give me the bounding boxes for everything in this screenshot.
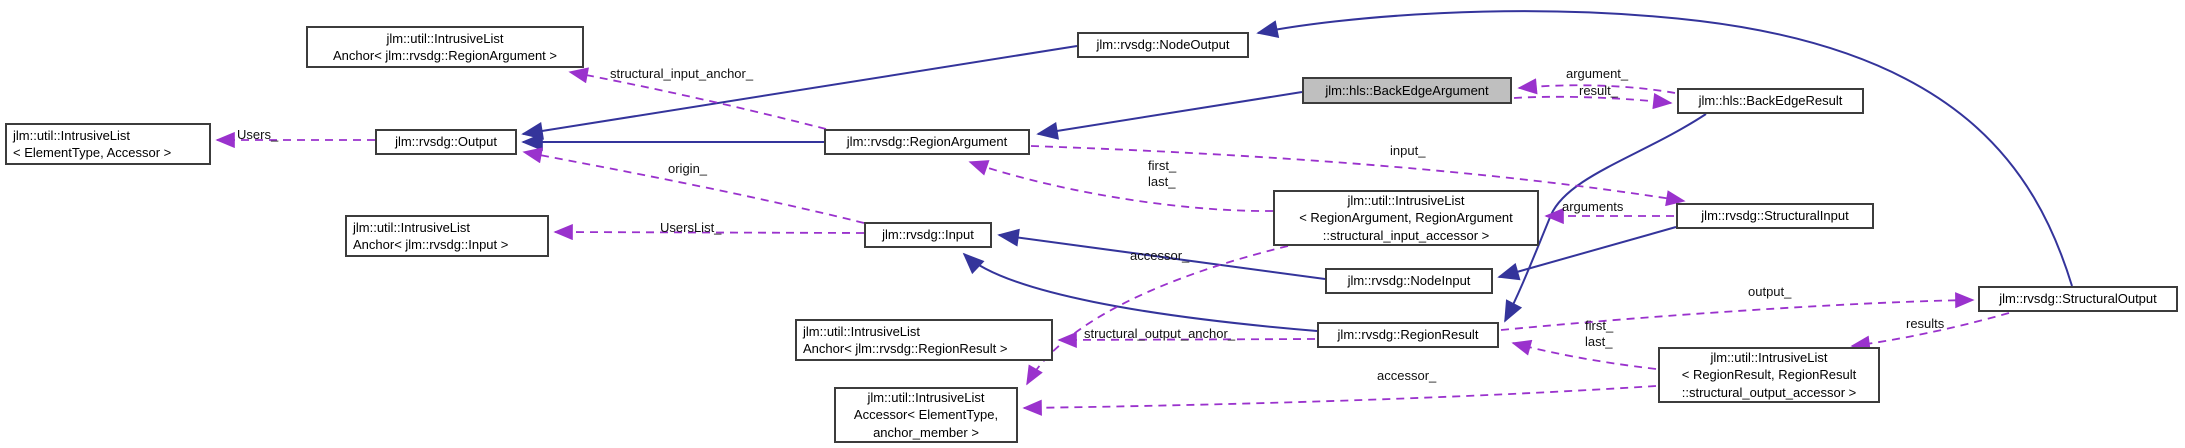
- edge-label-arguments: arguments: [1562, 199, 1624, 214]
- node-label: ::structural_input_accessor >: [1322, 227, 1490, 243]
- node-label: jlm::util::IntrusiveList: [386, 30, 504, 46]
- node-label: Anchor< jlm::rvsdg::RegionResult >: [803, 341, 1008, 356]
- node-label: jlm::util::IntrusiveList: [13, 127, 131, 143]
- edge-dep-accessor-output-side: [1022, 385, 1657, 416]
- node-nodeoutput[interactable]: jlm::rvsdg::NodeOutput: [1077, 32, 1249, 58]
- edge-label-structural-input-anchor: structural_input_anchor_: [610, 66, 754, 81]
- node-structuralinput[interactable]: jlm::rvsdg::StructuralInput: [1676, 203, 1874, 229]
- node-label: Accessor< ElementType,: [853, 407, 999, 423]
- node-label: jlm::util::IntrusiveList: [353, 219, 471, 235]
- node-label: jlm::util::IntrusiveList: [1347, 193, 1465, 209]
- edge-label-result: result_: [1579, 83, 1619, 98]
- edge-label-structural-output-anchor: structural_output_anchor_: [1084, 326, 1236, 341]
- node-label: Anchor< jlm::rvsdg::RegionArgument >: [333, 48, 557, 63]
- node-structuraloutput[interactable]: jlm::rvsdg::StructuralOutput: [1978, 286, 2178, 312]
- edge-label-origin: origin_: [668, 161, 708, 176]
- node-nodeinput[interactable]: jlm::rvsdg::NodeInput: [1325, 268, 1493, 294]
- edge-label-argument: argument_: [1566, 66, 1629, 81]
- edge-dep-output: [1500, 292, 1975, 331]
- node-label: Anchor< jlm::rvsdg::Input >: [353, 237, 509, 252]
- node-regionargument[interactable]: jlm::rvsdg::RegionArgument: [824, 129, 1030, 155]
- node-label: jlm::util::IntrusiveList: [1710, 350, 1828, 366]
- node-label: ::structural_output_accessor >: [1681, 384, 1857, 400]
- node-label: < RegionResult, RegionResult: [1681, 367, 1857, 383]
- edge-label-accessor-input-side: accessor_: [1130, 248, 1190, 263]
- node-input[interactable]: jlm::rvsdg::Input: [864, 222, 992, 248]
- node-label: < ElementType, Accessor >: [13, 145, 172, 160]
- node-label: jlm::rvsdg::RegionArgument: [846, 134, 1008, 150]
- node-label: jlm::rvsdg::StructuralInput: [1701, 208, 1849, 224]
- node-intrusivelist-accessor[interactable]: jlm::util::IntrusiveList Accessor< Eleme…: [834, 387, 1018, 443]
- edge-label-last-regionresult: last_: [1585, 334, 1613, 349]
- node-label: anchor_member >: [873, 424, 979, 440]
- edge-label-input: input_: [1390, 143, 1426, 158]
- node-label: jlm::rvsdg::Input: [882, 227, 974, 243]
- node-output[interactable]: jlm::rvsdg::Output: [375, 129, 517, 155]
- node-label: jlm::hls::BackEdgeArgument: [1325, 82, 1489, 98]
- node-label: < RegionArgument, RegionArgument: [1299, 210, 1513, 226]
- edge-label-first-regionresult: first_: [1585, 318, 1614, 333]
- node-intrusivelist-regionresult[interactable]: jlm::util::IntrusiveList < RegionResult,…: [1658, 347, 1880, 403]
- node-regionresult[interactable]: jlm::rvsdg::RegionResult: [1317, 322, 1499, 348]
- edge-label-userslist: UsersList_: [660, 220, 722, 235]
- node-label: jlm::util::IntrusiveList: [803, 323, 921, 339]
- node-intrusivelist-regionargument[interactable]: jlm::util::IntrusiveList < RegionArgumen…: [1273, 190, 1539, 246]
- node-label: jlm::rvsdg::NodeOutput: [1096, 37, 1230, 53]
- edge-label-last-regionargument: last_: [1148, 174, 1176, 189]
- edge-label-output: output_: [1748, 284, 1792, 299]
- edge-label-users: Users_: [237, 127, 279, 142]
- node-intrusivelist-anchor-regionargument[interactable]: jlm::util::IntrusiveList Anchor< jlm::rv…: [306, 26, 584, 68]
- edge-dep-accessor-input-side: [1026, 245, 1289, 386]
- edge-label-accessor-output-side: accessor_: [1377, 368, 1437, 383]
- node-intrusivelist-elementtype[interactable]: jlm::util::IntrusiveList < ElementType, …: [5, 123, 211, 165]
- node-label: jlm::rvsdg::StructuralOutput: [1999, 291, 2157, 307]
- edge-label-results: results: [1906, 316, 1945, 331]
- edge-label-first-regionargument: first_: [1148, 158, 1177, 173]
- edge-inheritance-backedgeargument-to-regionargument: [1036, 91, 1303, 140]
- node-label: jlm::rvsdg::RegionResult: [1337, 327, 1479, 343]
- node-label: jlm::rvsdg::NodeInput: [1347, 273, 1471, 289]
- node-label: jlm::rvsdg::Output: [395, 134, 497, 150]
- node-label: jlm::hls::BackEdgeResult: [1698, 93, 1843, 109]
- node-backedgeresult[interactable]: jlm::hls::BackEdgeResult: [1677, 88, 1864, 114]
- node-intrusivelist-anchor-input[interactable]: jlm::util::IntrusiveList Anchor< jlm::rv…: [345, 215, 549, 257]
- node-label: jlm::util::IntrusiveList: [867, 390, 985, 406]
- node-backedgeargument: jlm::hls::BackEdgeArgument: [1302, 77, 1512, 104]
- edge-dep-first-last-regionargument: [968, 160, 1274, 212]
- node-intrusivelist-anchor-regionresult[interactable]: jlm::util::IntrusiveList Anchor< jlm::rv…: [795, 319, 1053, 361]
- edge-inheritance-nodeoutput-to-output: [521, 45, 1078, 140]
